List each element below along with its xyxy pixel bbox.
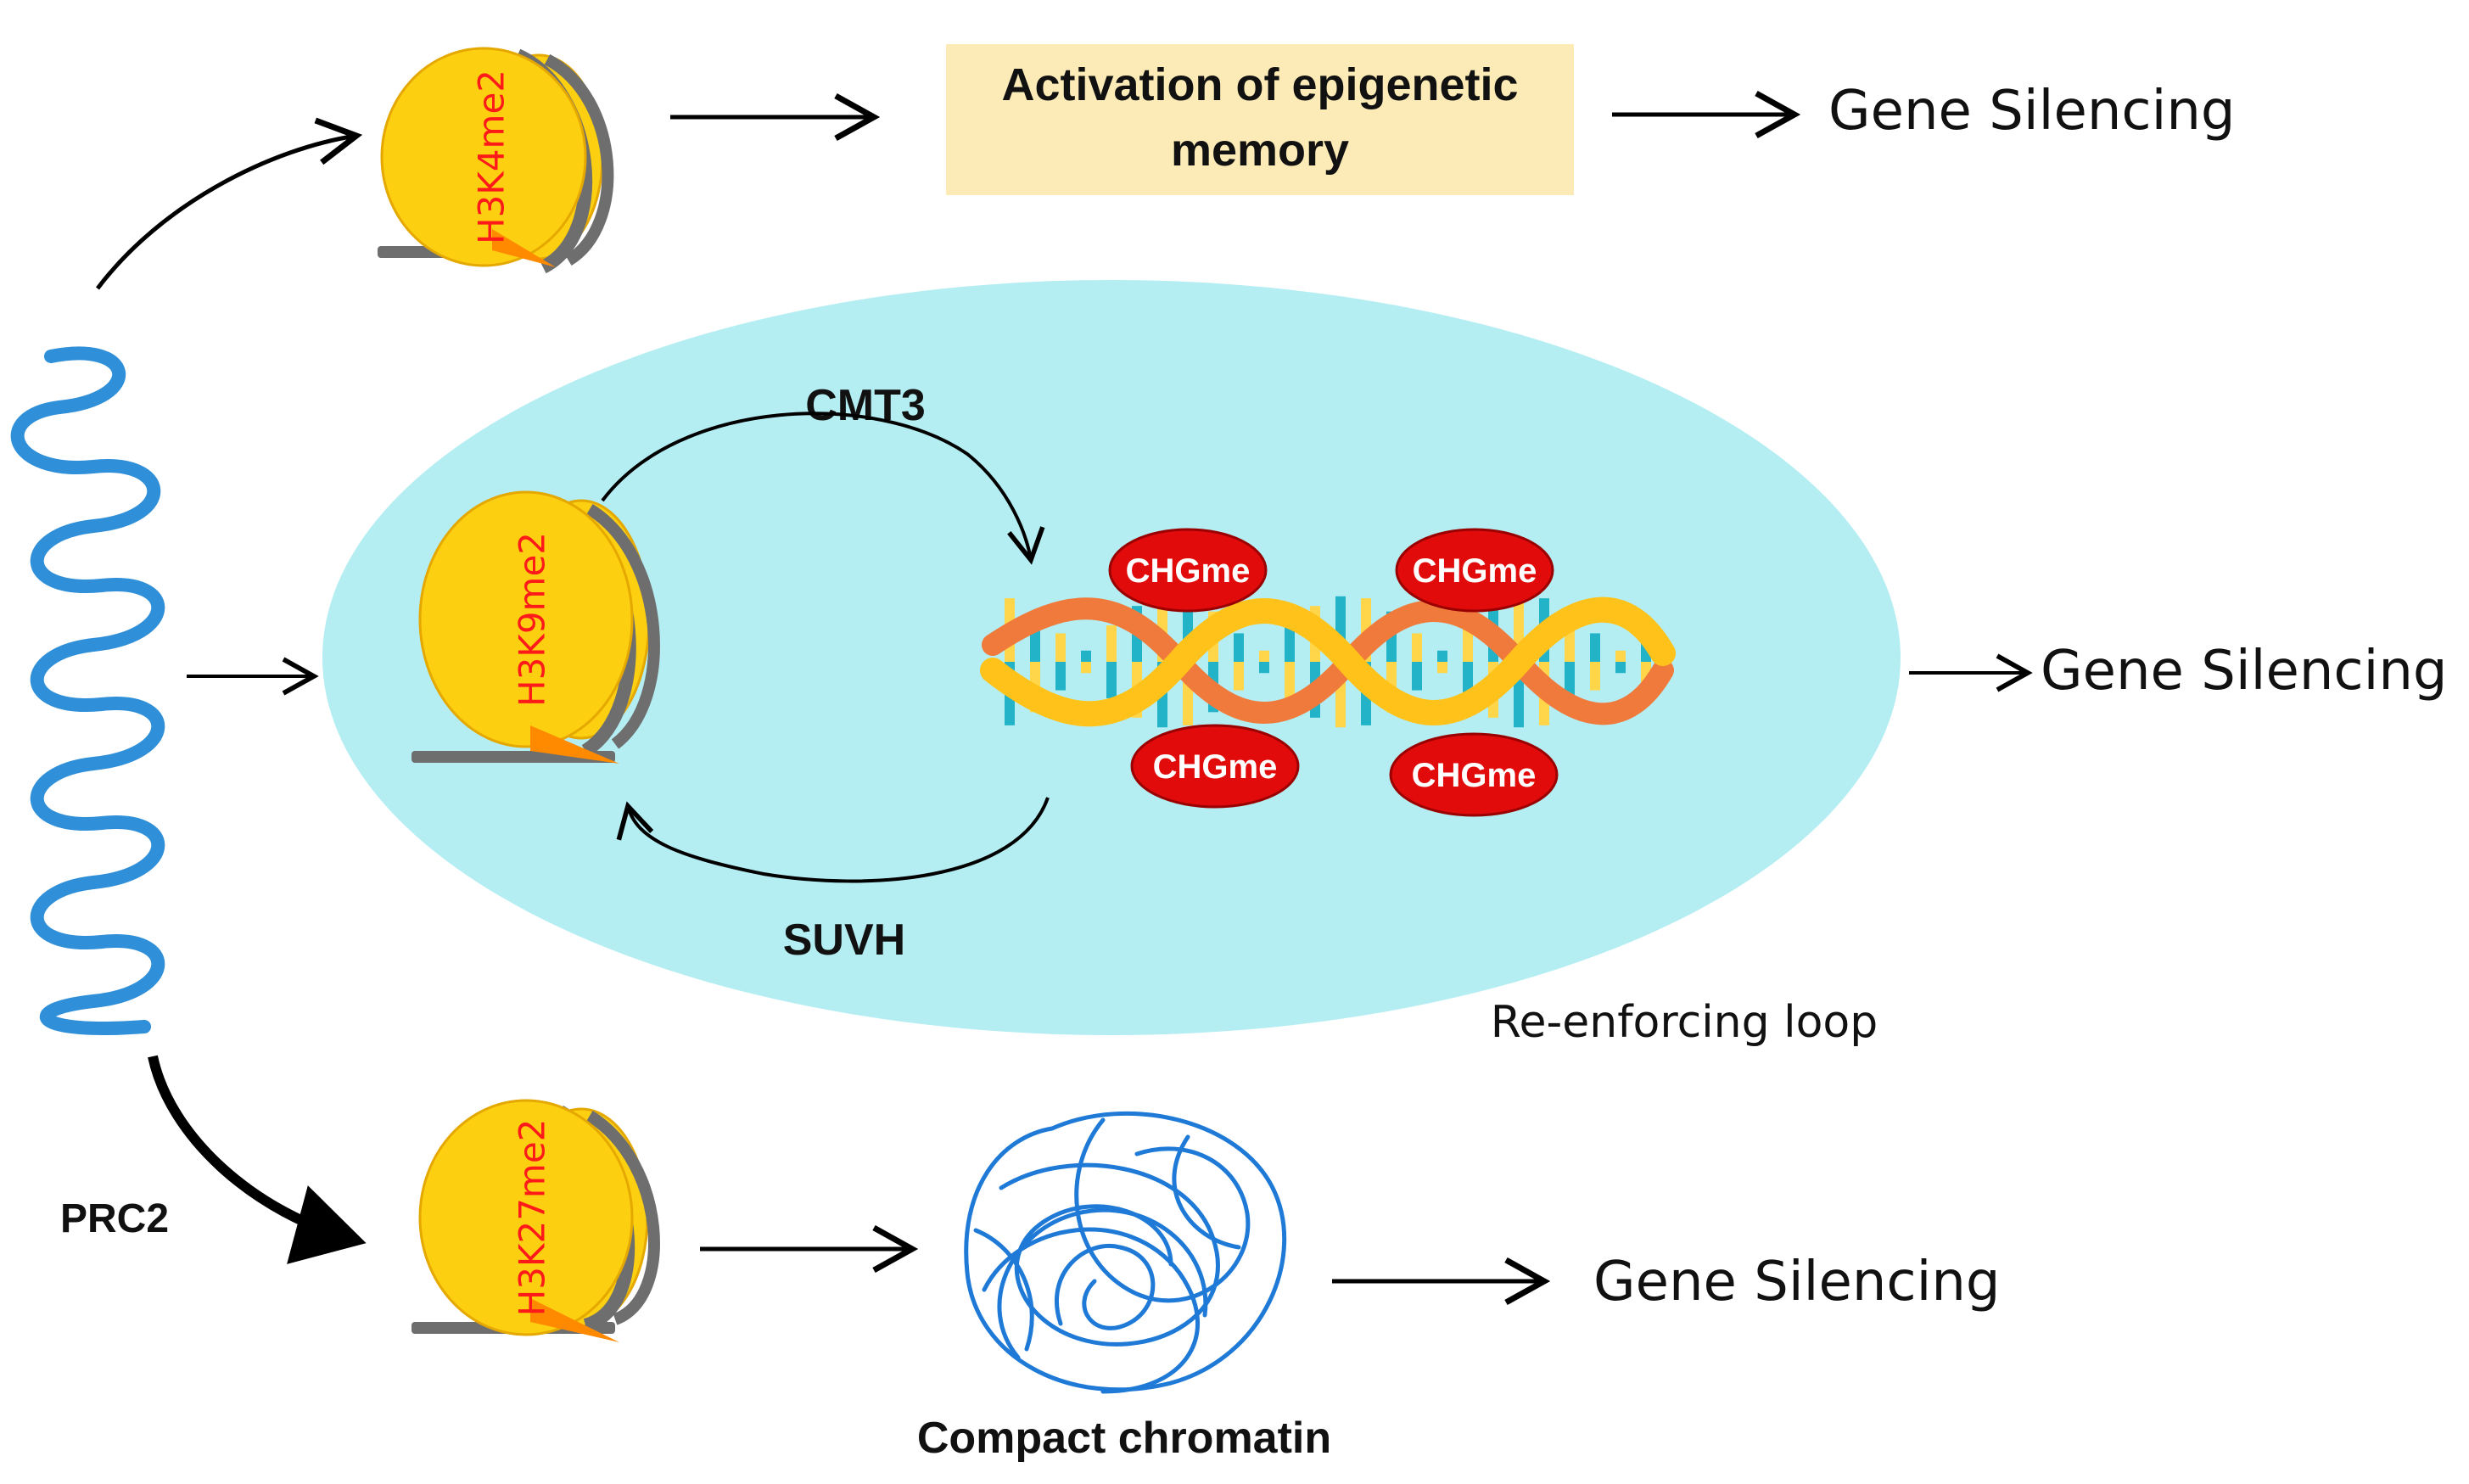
base-pair-upper bbox=[1412, 633, 1422, 662]
base-pair-upper bbox=[1055, 633, 1066, 662]
arrow-suvh bbox=[616, 797, 1050, 883]
epigenetic-memory-box bbox=[946, 44, 1574, 195]
base-pair-lower bbox=[1234, 662, 1244, 691]
chg-mark-4 bbox=[1389, 732, 1559, 817]
base-pair-upper bbox=[1259, 650, 1269, 662]
outcome-top: Gene Silencing bbox=[1828, 80, 2236, 143]
chg-label-2: CHGme bbox=[1413, 552, 1537, 590]
chg-mark-1 bbox=[1108, 528, 1268, 613]
nucleosome-bottom: H3K27me2 bbox=[412, 1099, 660, 1342]
complex-prc2: PRC2 bbox=[60, 1196, 169, 1241]
loop-label: Re-enforcing loop bbox=[1491, 997, 1878, 1048]
nucleosome-middle-mark: H3K9me2 bbox=[512, 532, 553, 707]
nucleosome-top-mark: H3K4me2 bbox=[471, 70, 512, 244]
dna-helix bbox=[980, 596, 1676, 728]
base-pair-lower bbox=[1285, 662, 1295, 698]
rna-strand bbox=[10, 346, 165, 1035]
base-pair-upper bbox=[1285, 625, 1295, 662]
chg-mark-3 bbox=[1130, 724, 1300, 809]
base-pair-upper bbox=[1081, 650, 1091, 662]
enzyme-suvh: SUVH bbox=[783, 916, 905, 965]
chromatin-label: Compact chromatin bbox=[917, 1414, 1331, 1463]
nucleosome-bottom-mark: H3K27me2 bbox=[512, 1119, 553, 1317]
nucleosome-middle: H3K9me2 bbox=[412, 490, 660, 764]
base-pair-lower bbox=[1615, 662, 1626, 674]
base-pair-lower bbox=[1106, 662, 1117, 698]
box-text-line1: Activation of epigenetic bbox=[1001, 59, 1518, 110]
base-pair-upper bbox=[1615, 650, 1626, 662]
box-text-line2: memory bbox=[1171, 125, 1349, 176]
arrow-to-bottom-nucleosome bbox=[148, 1055, 367, 1264]
base-pair-upper bbox=[1437, 650, 1447, 662]
base-pair-lower bbox=[1412, 662, 1422, 691]
arrow-cmt3 bbox=[601, 412, 1045, 565]
base-pair-lower bbox=[1590, 662, 1600, 691]
base-pair-upper bbox=[1590, 633, 1600, 662]
chg-methyl-marks: CHGme CHGme CHGme CHGme bbox=[1108, 528, 1559, 817]
outcome-bottom: Gene Silencing bbox=[1593, 1251, 2001, 1313]
nucleosome-top: H3K4me2 bbox=[378, 47, 614, 274]
chg-label-3: CHGme bbox=[1153, 748, 1278, 786]
enzyme-cmt3: CMT3 bbox=[805, 381, 926, 430]
compact-chromatin-icon bbox=[964, 1111, 1287, 1394]
outcome-middle: Gene Silencing bbox=[2041, 640, 2448, 703]
base-pair-lower bbox=[1081, 662, 1091, 674]
arrow-to-top-nucleosome bbox=[96, 117, 363, 290]
base-pair-upper bbox=[1106, 625, 1117, 662]
base-pair-lower bbox=[1259, 662, 1269, 674]
base-pair-lower bbox=[1437, 662, 1447, 674]
chg-mark-2 bbox=[1395, 528, 1554, 613]
base-pair-lower bbox=[1055, 662, 1066, 691]
chg-label-4: CHGme bbox=[1412, 757, 1537, 794]
chg-label-1: CHGme bbox=[1126, 552, 1251, 590]
base-pair-upper bbox=[1234, 633, 1244, 662]
base-pair-upper bbox=[1463, 625, 1473, 662]
